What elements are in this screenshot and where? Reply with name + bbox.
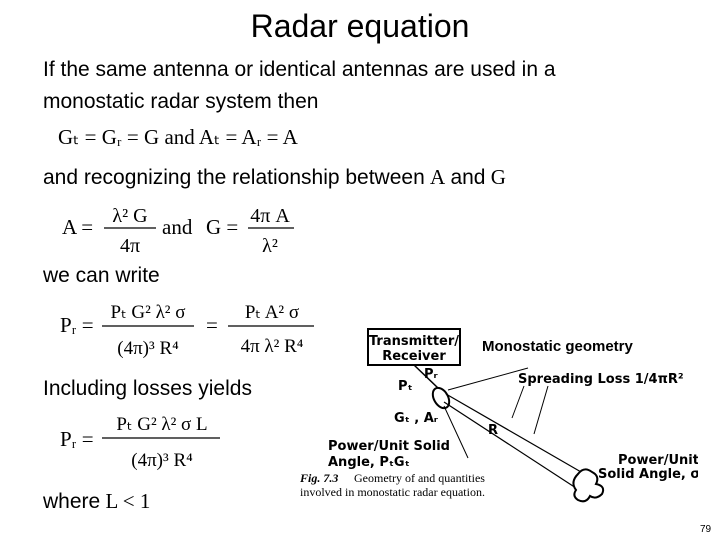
- eq4-lhs: Pᵣ =: [60, 427, 94, 451]
- gain-area-label: Gₜ , Aᵣ: [394, 411, 439, 426]
- caption-label: Fig. 7.3: [299, 471, 338, 485]
- eq3-denominator-2: 4π λ² R⁴: [241, 336, 304, 357]
- beam-edge-bottom: [443, 405, 469, 459]
- beam-edge-upper: [445, 393, 589, 477]
- relationship-text: and recognizing the relationship between: [43, 166, 425, 189]
- eq2-and: and: [162, 215, 193, 239]
- power-solid-left-2: Angle, PₜGₜ: [328, 455, 410, 470]
- transmitter-label-1: Transmitter/: [369, 334, 459, 349]
- we-can-write: we can write: [43, 264, 160, 287]
- eq2-a-lhs: A =: [62, 215, 93, 239]
- relationship-line: and recognizing the relationship between…: [43, 165, 506, 190]
- relationship-var-g: G: [490, 165, 506, 189]
- transmitter-box: [367, 328, 461, 366]
- eq2-g-numerator: 4π A: [250, 205, 290, 227]
- spreading-pointer-2: [511, 385, 525, 419]
- where-line: where L < 1: [43, 489, 150, 514]
- target-icon: [572, 468, 605, 503]
- eq4-denominator: (4π)³ R⁴: [131, 450, 193, 471]
- transmitter-label-2: Receiver: [382, 349, 446, 364]
- equation-radar-losses: Pᵣ = Pₜ G² λ² σ L (4π)³ R⁴: [60, 414, 220, 471]
- beam-edge-lower: [443, 401, 577, 489]
- pt-label: Pₜ: [398, 379, 413, 394]
- eq4-numerator: Pₜ G² λ² σ L: [116, 414, 207, 435]
- page-number: 79: [700, 524, 712, 535]
- caption-line-2: involved in monostatic radar equation.: [300, 485, 485, 499]
- eq3-equals: =: [206, 313, 218, 337]
- monostatic-geometry-figure: Transmitter/ Receiver Pₜ Pᵣ Gₜ , Aᵣ Spre…: [299, 328, 698, 503]
- power-solid-left-1: Power/Unit Solid: [328, 439, 450, 454]
- intro-line-1: If the same antenna or identical antenna…: [43, 58, 556, 81]
- where-text: where: [43, 490, 101, 513]
- eq2-g-denominator: λ²: [262, 235, 278, 257]
- intro-line-2: monostatic radar system then: [43, 90, 319, 113]
- caption-line-1: Geometry of and quantities: [354, 471, 485, 485]
- eq3-numerator-1: Pₜ G² λ² σ: [111, 302, 186, 323]
- range-label: R: [488, 423, 498, 438]
- antenna-dish-icon: [431, 386, 451, 410]
- feed-line: [413, 364, 439, 389]
- relationship-and: and: [450, 166, 486, 189]
- relationship-var-a: A: [430, 165, 446, 189]
- where-condition: L < 1: [105, 489, 151, 513]
- power-solid-right-2: Solid Angle, σ: [598, 467, 698, 482]
- equation-gain-area-equality: Gₜ = Gᵣ = G and Aₜ = Aᵣ = A: [58, 125, 298, 149]
- slide-title: Radar equation: [250, 8, 470, 44]
- eq2-g-lhs: G =: [206, 215, 238, 239]
- figure-heading: Monostatic geometry: [482, 338, 633, 355]
- eq3-lhs: Pᵣ =: [60, 313, 94, 337]
- equation-radar: Pᵣ = Pₜ G² λ² σ (4π)³ R⁴ = Pₜ A² σ 4π λ²…: [60, 302, 314, 359]
- losses-text: Including losses yields: [43, 377, 252, 400]
- beam-edge-top: [447, 367, 529, 391]
- eq2-a-denominator: 4π: [120, 235, 140, 257]
- spreading-loss-label: Spreading Loss 1/4πR²: [518, 372, 684, 387]
- eq3-numerator-2: Pₜ A² σ: [245, 302, 299, 323]
- equation-a-and-g: A = λ² G 4π and G = 4π A λ²: [62, 205, 294, 257]
- pr-label: Pᵣ: [424, 367, 439, 382]
- spreading-pointer-1: [533, 385, 549, 435]
- eq2-a-numerator: λ² G: [112, 205, 147, 227]
- power-solid-right-1: Power/Unit: [618, 453, 698, 468]
- eq3-denominator-1: (4π)³ R⁴: [117, 338, 179, 359]
